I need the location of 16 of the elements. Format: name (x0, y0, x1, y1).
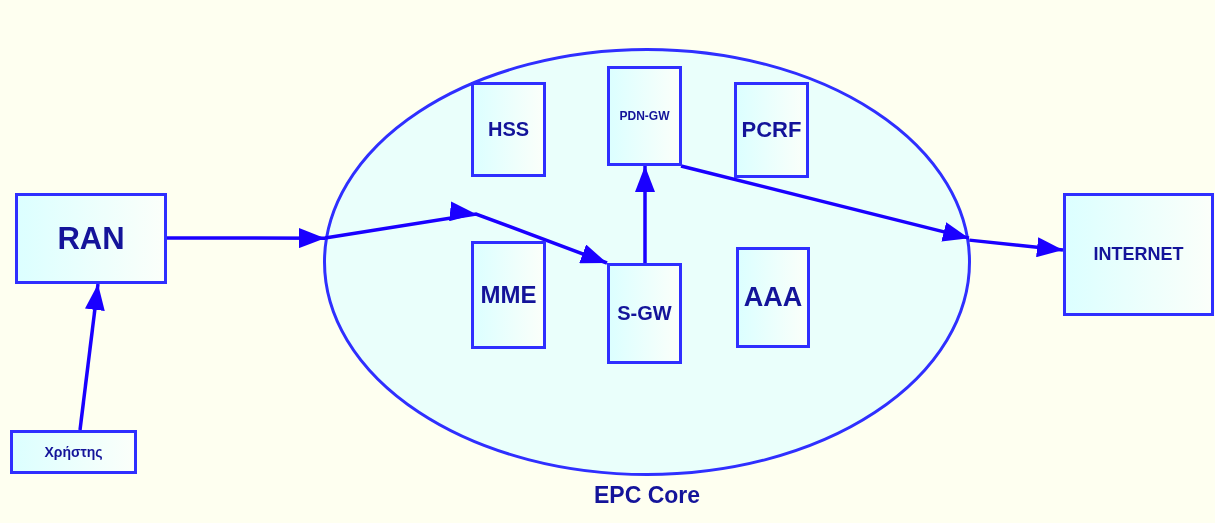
arrow (78, 283, 105, 431)
arrow (680, 164, 970, 242)
arrow (167, 228, 325, 249)
network-element-box: PDN-GW (607, 66, 682, 166)
arrow (969, 237, 1064, 258)
network-element-box: S-GW (607, 263, 682, 364)
network-element-box: HSS (471, 82, 546, 177)
network-element-box: Χρήστης (10, 430, 137, 474)
arrow (324, 201, 608, 265)
network-element-box: MME (471, 241, 546, 349)
network-element-box: PCRF (734, 82, 809, 178)
network-element-box: AAA (736, 247, 810, 348)
region-title: EPC Core (592, 482, 702, 509)
network-element-box: INTERNET (1063, 193, 1214, 316)
network-element-box: RAN (15, 193, 167, 284)
arrow (635, 166, 655, 263)
